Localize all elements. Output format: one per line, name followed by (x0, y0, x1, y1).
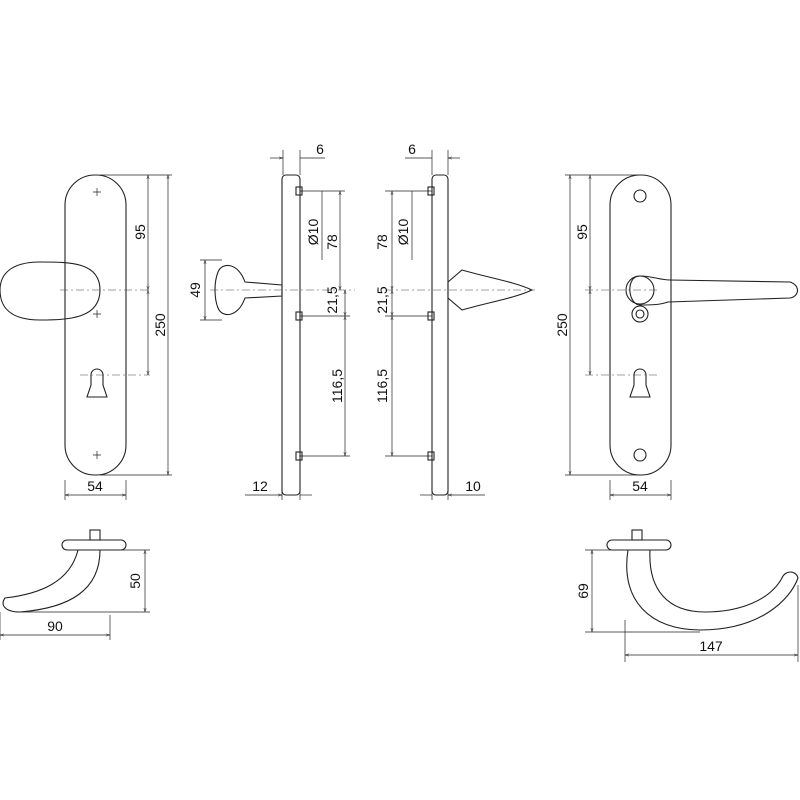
dim-6-left: 6 (316, 141, 324, 157)
dim-90: 90 (47, 618, 63, 634)
dim-250-right: 250 (554, 313, 570, 337)
dim-10: 10 (465, 478, 481, 494)
dim-78-right: 78 (374, 234, 390, 250)
dim-78-left: 78 (324, 234, 340, 250)
dim-116-5-left: 116,5 (329, 369, 345, 403)
dim-95-right: 95 (574, 224, 590, 240)
dim-95-left: 95 (132, 224, 148, 240)
dim-6-right: 6 (408, 141, 416, 157)
knob-side (214, 264, 283, 316)
dim-d10-left: Ø10 (305, 219, 321, 246)
dim-69: 69 (575, 583, 591, 599)
dim-50: 50 (127, 573, 143, 589)
dim-21-5-right: 21,5 (374, 286, 390, 313)
side-view-right: 6 Ø10 78 21,5 116,5 10 (374, 141, 535, 500)
side-view-left: 49 6 Ø10 78 21,5 116,5 12 (187, 141, 355, 500)
dim-d10-right: Ø10 (395, 219, 411, 246)
dim-54-right: 54 (632, 478, 648, 494)
lever-front (629, 275, 799, 306)
dim-54-left: 54 (87, 478, 103, 494)
dim-116-5-right: 116,5 (374, 369, 390, 403)
dim-250-left: 250 (152, 313, 168, 337)
keyhole-icon-right (629, 368, 651, 398)
knob-icon (0, 261, 101, 321)
keyhole-icon (86, 368, 108, 398)
front-view-left: 95 250 54 (0, 174, 172, 500)
top-view-left: 50 90 (0, 529, 150, 640)
dim-21-5-left: 21,5 (324, 286, 340, 313)
top-view-right: 69 147 (575, 529, 799, 662)
dim-49: 49 (187, 282, 203, 298)
front-view-right: 95 250 54 (554, 174, 799, 500)
dim-147: 147 (699, 638, 723, 654)
dim-12: 12 (252, 478, 268, 494)
